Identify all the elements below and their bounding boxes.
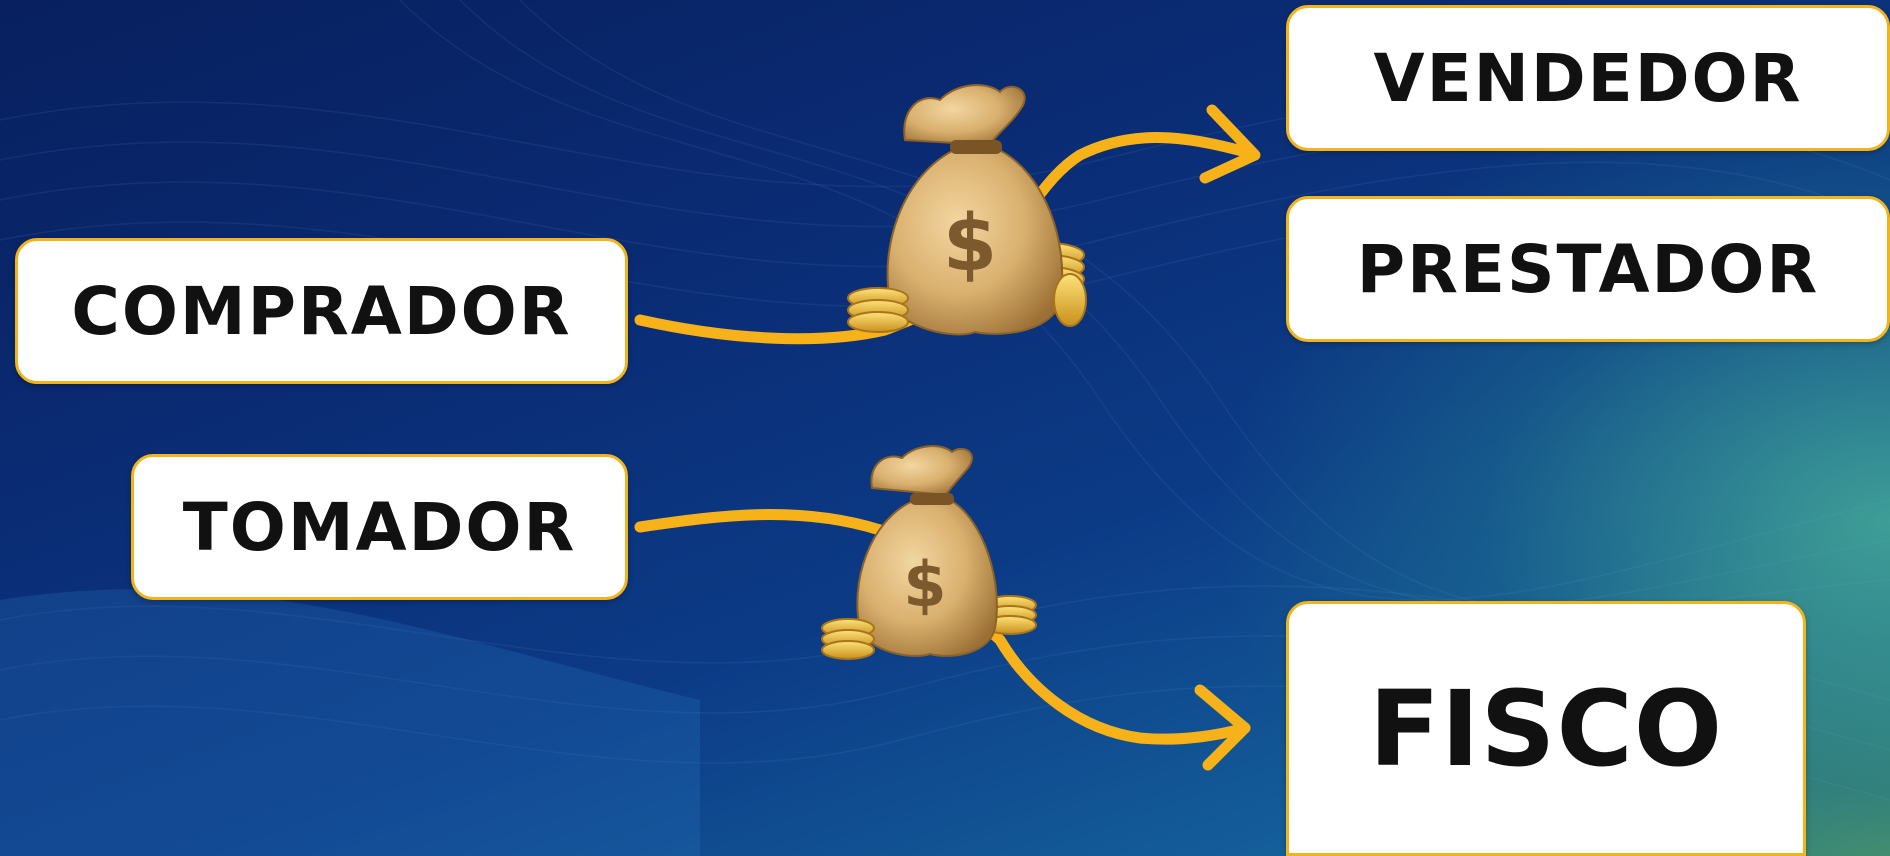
dollar-sign: $ (943, 199, 997, 289)
fisco-box: FISCO (1286, 601, 1806, 856)
dollar-sign: $ (903, 548, 946, 621)
money-bag-icon: $ (848, 85, 1086, 334)
prestador-label: PRESTADOR (1357, 231, 1820, 308)
comprador-box: COMPRADOR (15, 238, 628, 384)
vendedor-box: VENDEDOR (1286, 5, 1890, 151)
vendedor-label: VENDEDOR (1374, 40, 1803, 117)
tomador-label: TOMADOR (183, 489, 577, 566)
comprador-label: COMPRADOR (71, 273, 571, 350)
fisco-label: FISCO (1369, 668, 1723, 790)
prestador-box: PRESTADOR (1286, 196, 1890, 342)
tomador-box: TOMADOR (131, 454, 628, 600)
arrowhead-fisco (1200, 690, 1245, 765)
money-bag-icon: $ (822, 446, 1036, 659)
